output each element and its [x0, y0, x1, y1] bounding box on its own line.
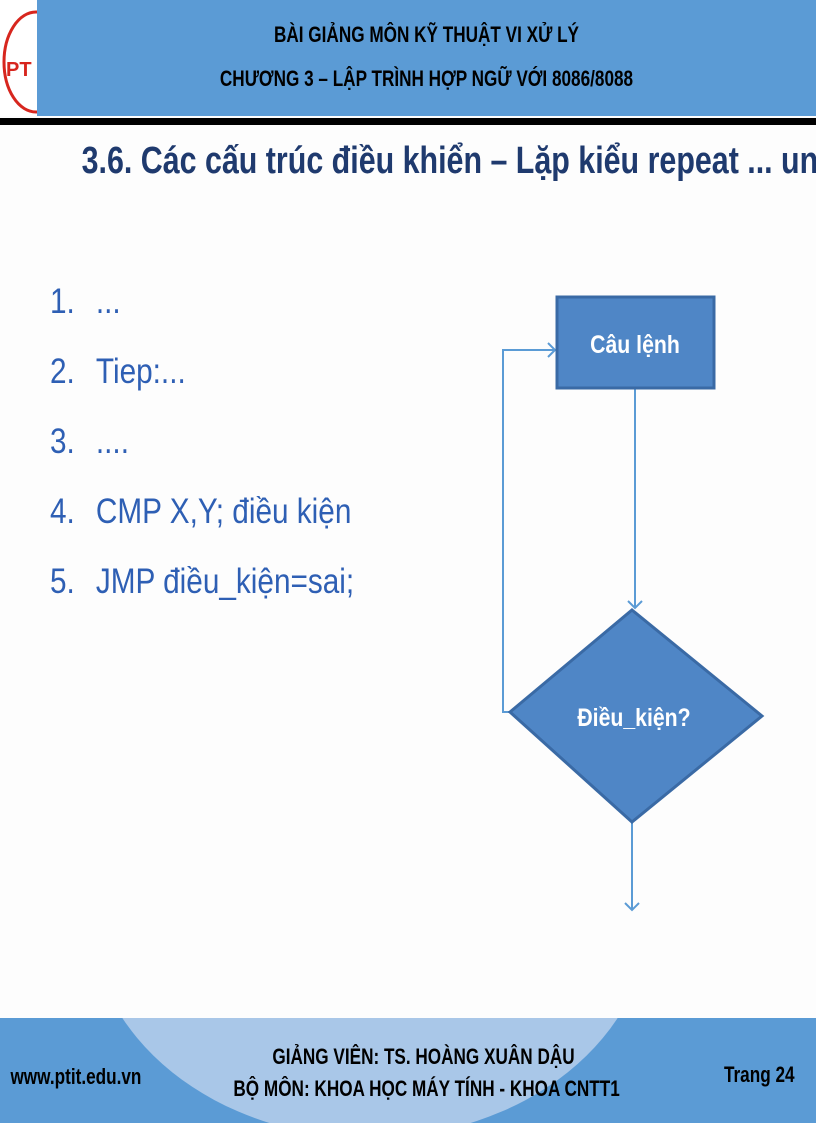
condition-diamond: [507, 608, 765, 824]
page-number: Trang 24: [723, 1062, 795, 1087]
list-text: CMP X,Y; điều kiện: [95, 492, 352, 531]
code-steps-list: 1.... 2. Tiep:... 3..... 4. CMP X,Y; điều …: [50, 282, 408, 632]
list-item: 1....: [50, 282, 354, 352]
department: BỘ MÔN: KHOA HỌC MÁY TÍNH - KHOA CNTT1: [233, 1076, 620, 1101]
list-item: 3.....: [50, 422, 354, 492]
course-title: BÀI GIẢNG MÔN KỸ THUẬT VI XỬ LÝ: [273, 22, 580, 47]
loop-back-arrow: [502, 349, 555, 713]
website-link[interactable]: www.ptit.edu.vn: [10, 1064, 142, 1089]
lecturer: GIẢNG VIÊN: TS. HOÀNG XUÂN DẬU: [272, 1044, 575, 1069]
header-divider: [0, 118, 816, 125]
slide-footer: www.ptit.edu.vn GIẢNG VIÊN: TS. HOÀNG XU…: [0, 1018, 816, 1123]
chapter-title: CHƯƠNG 3 – LẬP TRÌNH HỢP NGỮ VỚI 8086/80…: [219, 66, 634, 91]
footer-arc-decoration: [90, 1018, 650, 1123]
list-text: ...: [95, 282, 121, 321]
statement-label: Câu lệnh: [590, 330, 680, 358]
ptit-logo: PT: [0, 0, 70, 116]
statement-box: [555, 295, 716, 390]
list-item: 5. JMP điều_kiện=sai;: [50, 562, 354, 632]
list-number: 3.: [50, 422, 75, 461]
list-number: 1.: [50, 282, 75, 321]
condition-label: Điều_kiện?: [577, 703, 690, 731]
list-text: JMP điều_kiện=sai;: [95, 562, 355, 601]
list-number: 2.: [50, 352, 75, 391]
list-number: 4.: [50, 492, 75, 531]
list-number: 5.: [50, 562, 75, 601]
arrowhead: [624, 902, 640, 912]
slide-title: 3.6. Các cấu trúc điều khiển – Lặp kiểu …: [81, 140, 816, 182]
list-text: Tiep:...: [95, 352, 186, 391]
loop-arrowhead: [547, 342, 557, 358]
list-item: 2. Tiep:...: [50, 352, 354, 422]
list-item: 4. CMP X,Y; điều kiện: [50, 492, 354, 562]
svg-text:PT: PT: [6, 59, 32, 81]
list-text: ....: [95, 422, 129, 461]
slide-header: PT BÀI GIẢNG MÔN KỸ THUẬT VI XỬ LÝ CHƯƠN…: [0, 0, 816, 116]
arrowhead: [627, 600, 643, 610]
